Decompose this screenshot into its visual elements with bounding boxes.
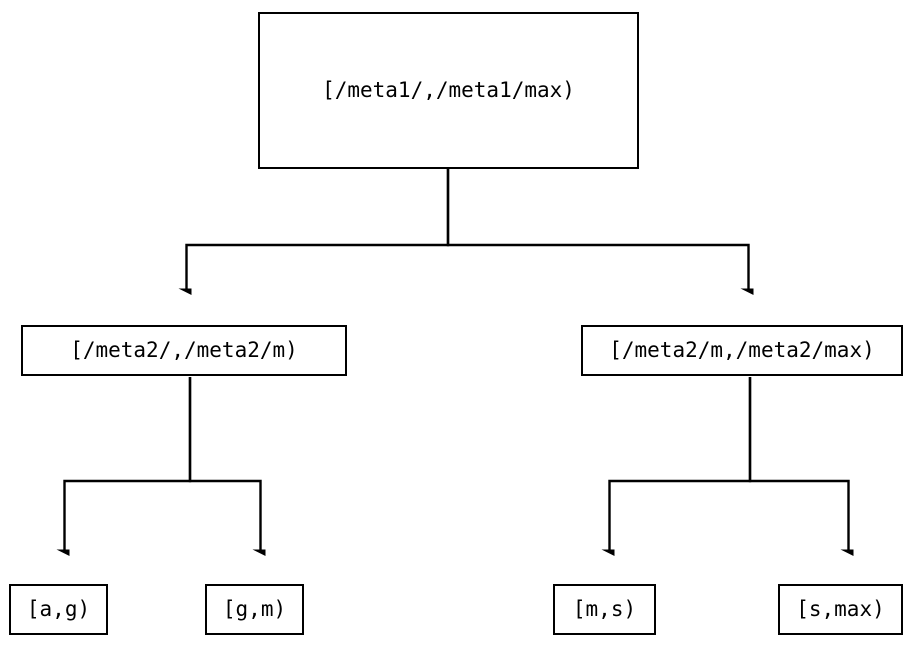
node-mid-right-label: [/meta2/m,/meta2/max) [609, 338, 875, 362]
node-leaf-g-m-label: [g,m) [222, 597, 287, 621]
edge-mid-left-to-leaf-gm [188, 377, 261, 550]
node-leaf-m-s-label: [m,s) [572, 597, 637, 621]
node-leaf-m-s[interactable]: [m,s) [553, 584, 656, 635]
node-leaf-a-g-label: [a,g) [26, 597, 91, 621]
edge-mid-right-to-leaf-smax [748, 377, 849, 550]
node-mid-left-label: [/meta2/,/meta2/m) [70, 338, 298, 362]
node-leaf-g-m[interactable]: [g,m) [205, 584, 304, 635]
node-mid-right[interactable]: [/meta2/m,/meta2/max) [581, 325, 903, 376]
node-root[interactable]: [/meta1/,/meta1/max) [258, 12, 639, 169]
node-root-label: [/meta1/,/meta1/max) [322, 78, 575, 102]
node-leaf-a-g[interactable]: [a,g) [9, 584, 108, 635]
node-mid-left[interactable]: [/meta2/,/meta2/m) [21, 325, 347, 376]
edge-root-to-mid-right [446, 169, 749, 289]
edge-root-to-mid-left [187, 169, 450, 289]
edge-mid-right-to-leaf-ms [610, 377, 752, 550]
node-leaf-s-max[interactable]: [s,max) [778, 584, 903, 635]
edge-mid-left-to-leaf-ag [65, 377, 192, 550]
node-leaf-s-max-label: [s,max) [796, 597, 885, 621]
